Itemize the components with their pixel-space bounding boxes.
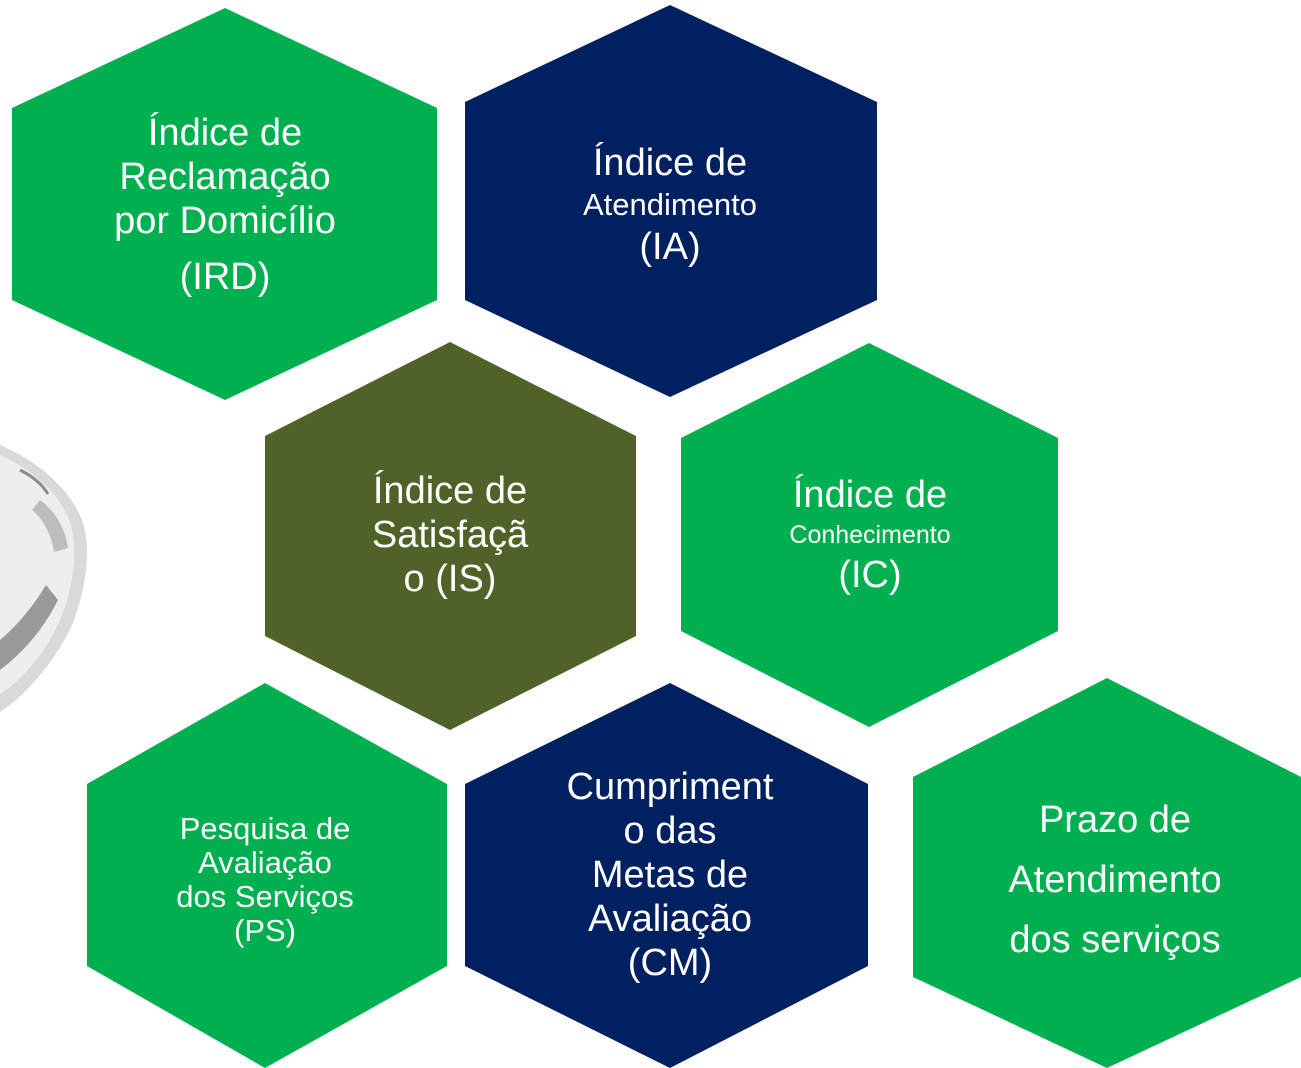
hex-ird-line-4: (IRD): [179, 256, 271, 298]
hex-is-line-2: Satisfaçã: [371, 514, 529, 556]
hex-is-line-1: Índice de: [372, 470, 528, 512]
hex-ia-label: Índice de Atendimento (IA): [505, 100, 835, 310]
hexagon-ia: [465, 5, 877, 397]
hex-pa-line-1: Prazo de: [1038, 799, 1192, 841]
hexagon-cm: [465, 683, 868, 1068]
hex-is-label: Índice de Satisfaçã o (IS): [300, 430, 600, 640]
hexagon-ps: [87, 683, 447, 1068]
hex-is-line-3: o (IS): [403, 558, 497, 600]
hex-pa-label: Prazo de Atendimento dos serviços: [945, 780, 1285, 980]
hex-ic-label: Índice de Conhecimento (IC): [710, 435, 1030, 635]
hex-ird-line-3: por Domicílio: [114, 200, 336, 242]
hex-ird-label: Índice de Reclamação por Domicílio (IRD): [55, 80, 395, 330]
hex-ird-line-2: Reclamação: [119, 156, 331, 198]
hex-ic-line-3: (IC): [838, 554, 902, 596]
hex-ia-line-3: (IA): [639, 226, 701, 268]
hexagon-is: [265, 342, 636, 730]
hex-ps-label: Pesquisa de Avaliação dos Serviços (PS): [120, 770, 410, 990]
hex-pa-line-2: Atendimento: [1008, 859, 1222, 901]
hex-ird-line-1: Índice de: [147, 112, 303, 154]
hex-ps-line-3: dos Serviços: [176, 879, 354, 914]
hexagon-ird: [12, 8, 437, 400]
hex-ic-line-1: Índice de: [792, 474, 948, 516]
hex-ia-line-2: Atendimento: [582, 187, 758, 222]
hex-ps-line-4: (PS): [234, 913, 296, 948]
headset-image: [0, 445, 87, 712]
hex-ia-line-1: Índice de: [592, 142, 748, 184]
hexagon-pa: [913, 678, 1301, 1068]
hexagon-ic: [681, 343, 1058, 727]
hex-cm-line-4: Avaliação: [587, 898, 753, 940]
hex-cm-line-5: (CM): [627, 942, 713, 984]
hex-pa-line-3: dos serviços: [1009, 919, 1221, 961]
hex-cm-line-3: Metas de: [591, 854, 749, 896]
hex-ps-line-2: Avaliação: [198, 845, 332, 880]
hex-cm-label: Cumpriment o das Metas de Avaliação (CM): [520, 750, 820, 1000]
hex-cm-line-1: Cumpriment: [566, 766, 774, 808]
hex-cm-line-2: o das: [623, 810, 717, 852]
hex-ps-line-1: Pesquisa de: [179, 811, 351, 846]
hex-ic-line-2: Conhecimento: [789, 521, 951, 549]
